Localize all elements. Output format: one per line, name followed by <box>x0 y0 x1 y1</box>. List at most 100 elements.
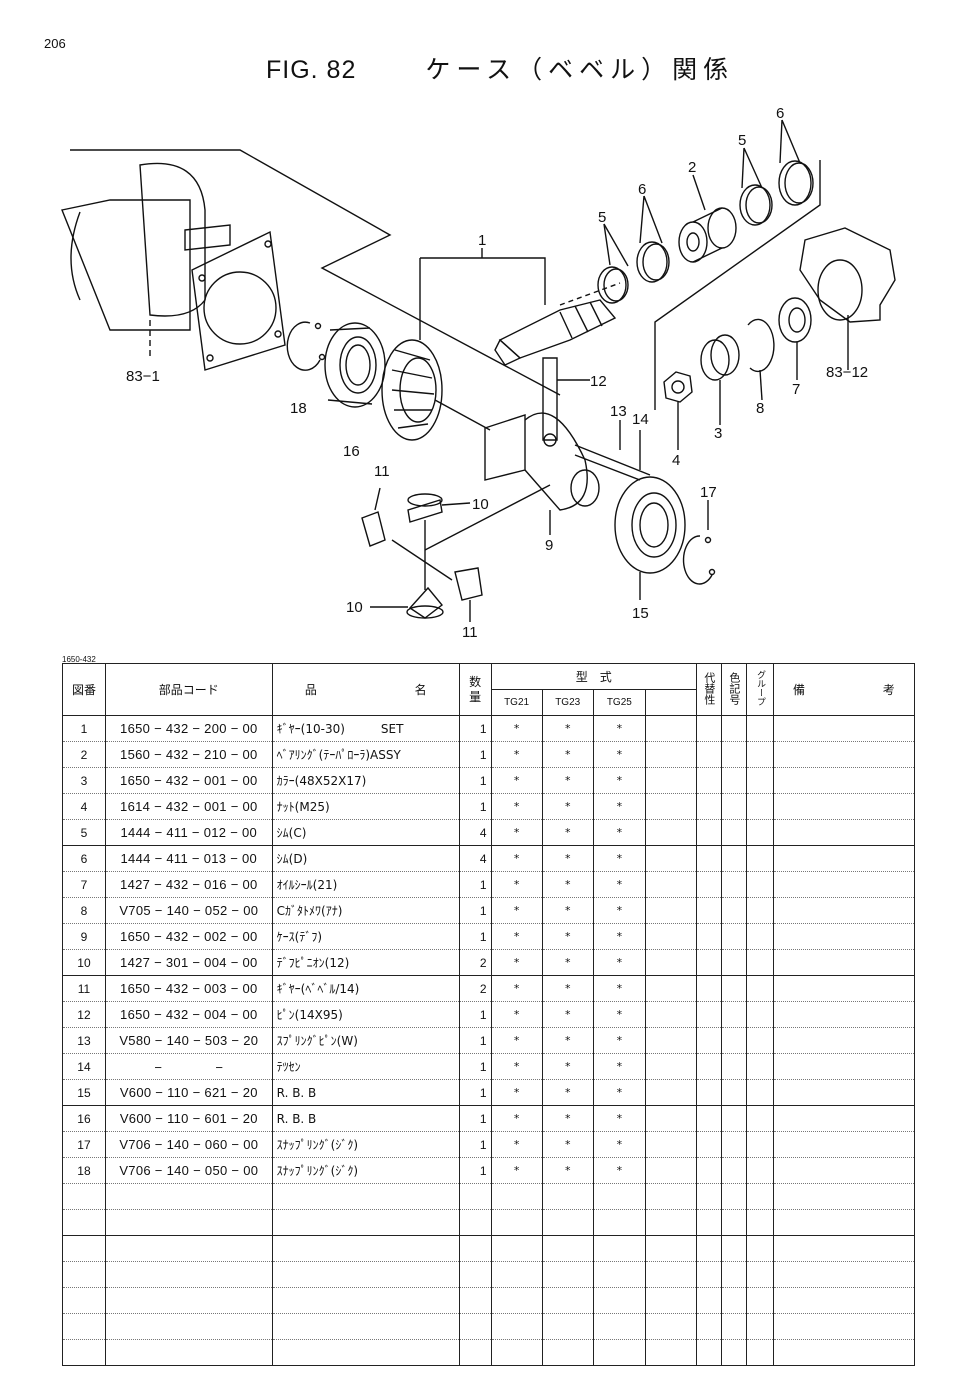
row-group <box>746 1131 774 1158</box>
row-tg21-mark: * <box>490 1053 543 1080</box>
row-qty: 1 <box>458 1053 492 1080</box>
row-part-code <box>104 1261 273 1288</box>
row-part-code: 1444 − 411 − 012 − 00 <box>104 819 273 846</box>
row-model-blank <box>644 975 698 1002</box>
row-tg25-mark: * <box>592 741 646 768</box>
row-fig-no <box>62 1287 106 1314</box>
row-part-name <box>271 1183 460 1210</box>
row-color-code <box>720 741 748 768</box>
row-fig-no <box>62 1339 106 1366</box>
row-remarks <box>772 767 916 794</box>
row-part-name: ﾃﾞﾌﾋﾟﾆｵﾝ(12) <box>271 949 460 976</box>
row-tg21-mark <box>490 1209 543 1236</box>
row-group <box>746 923 774 950</box>
row-tg23-mark: * <box>541 741 594 768</box>
row-fig-no <box>62 1183 106 1210</box>
row-substitutability <box>696 1157 722 1184</box>
row-group <box>746 1001 774 1028</box>
row-model-blank <box>644 741 698 768</box>
callout-83-12: 83−12 <box>826 364 868 381</box>
row-qty: 2 <box>458 975 492 1002</box>
row-qty: 1 <box>458 1131 492 1158</box>
row-part-code <box>104 1183 273 1210</box>
row-part-code: V600 − 110 − 621 − 20 <box>104 1079 273 1106</box>
row-color-code <box>720 1261 748 1288</box>
row-model-blank <box>644 1053 698 1080</box>
row-remarks <box>772 1131 916 1158</box>
pinion-gears-10-11 <box>361 484 551 622</box>
row-color-code <box>720 1235 748 1262</box>
row-remarks <box>772 923 916 950</box>
table-row <box>62 1209 916 1236</box>
row-fig-no: 5 <box>62 819 106 846</box>
row-remarks <box>772 1105 916 1132</box>
row-substitutability <box>696 1209 722 1236</box>
row-tg21-mark: * <box>490 1001 543 1028</box>
row-model-blank <box>644 949 698 976</box>
row-group <box>746 1027 774 1054</box>
row-tg23-mark: * <box>541 1001 594 1028</box>
row-qty <box>458 1183 492 1210</box>
row-qty: 1 <box>458 793 492 820</box>
row-part-code: V600 − 110 − 601 − 20 <box>104 1105 273 1132</box>
row-fig-no: 17 <box>62 1131 106 1158</box>
row-tg25-mark: * <box>592 1079 646 1106</box>
row-color-code <box>720 1105 748 1132</box>
row-tg23-mark: * <box>541 715 594 742</box>
row-tg21-mark: * <box>490 949 543 976</box>
row-substitutability <box>696 1287 722 1314</box>
row-color-code <box>720 845 748 872</box>
row-group <box>746 1287 774 1314</box>
row-group <box>746 1261 774 1288</box>
row-tg23-mark: * <box>541 975 594 1002</box>
row-qty: 1 <box>458 767 492 794</box>
row-part-name: ﾋﾟﾝ(14X95) <box>271 1001 460 1028</box>
row-qty: 1 <box>458 1001 492 1028</box>
table-row <box>62 1261 916 1288</box>
row-tg25-mark: * <box>592 845 646 872</box>
row-qty: 1 <box>458 1105 492 1132</box>
row-tg21-mark: * <box>490 897 543 924</box>
row-group <box>746 1235 774 1262</box>
row-tg23-mark: * <box>541 1131 594 1158</box>
row-substitutability <box>696 715 722 742</box>
row-part-name: ｼﾑ(C) <box>271 819 460 846</box>
row-part-name <box>271 1235 460 1262</box>
row-substitutability <box>696 949 722 976</box>
row-color-code <box>720 923 748 950</box>
table-row <box>62 1183 916 1210</box>
row-substitutability <box>696 923 722 950</box>
header-model: 型 式 <box>490 663 698 690</box>
row-group <box>746 715 774 742</box>
header-model-tg21: TG21 <box>490 689 543 716</box>
row-qty: 2 <box>458 949 492 976</box>
row-group <box>746 741 774 768</box>
row-tg23-mark: * <box>541 793 594 820</box>
row-remarks <box>772 949 916 976</box>
row-group <box>746 1183 774 1210</box>
row-substitutability <box>696 819 722 846</box>
row-part-code <box>104 1339 273 1366</box>
row-substitutability <box>696 1027 722 1054</box>
row-part-code: 1650 − 432 − 200 − 00 <box>104 715 273 742</box>
header-model-tg23: TG23 <box>541 689 594 716</box>
callout-8: 8 <box>756 400 764 417</box>
row-remarks <box>772 1313 916 1340</box>
callout-7: 7 <box>792 381 800 398</box>
row-part-code: 1427 − 432 − 016 − 00 <box>104 871 273 898</box>
row-group <box>746 1079 774 1106</box>
row-model-blank <box>644 1001 698 1028</box>
row-fig-no: 2 <box>62 741 106 768</box>
row-fig-no: 16 <box>62 1105 106 1132</box>
